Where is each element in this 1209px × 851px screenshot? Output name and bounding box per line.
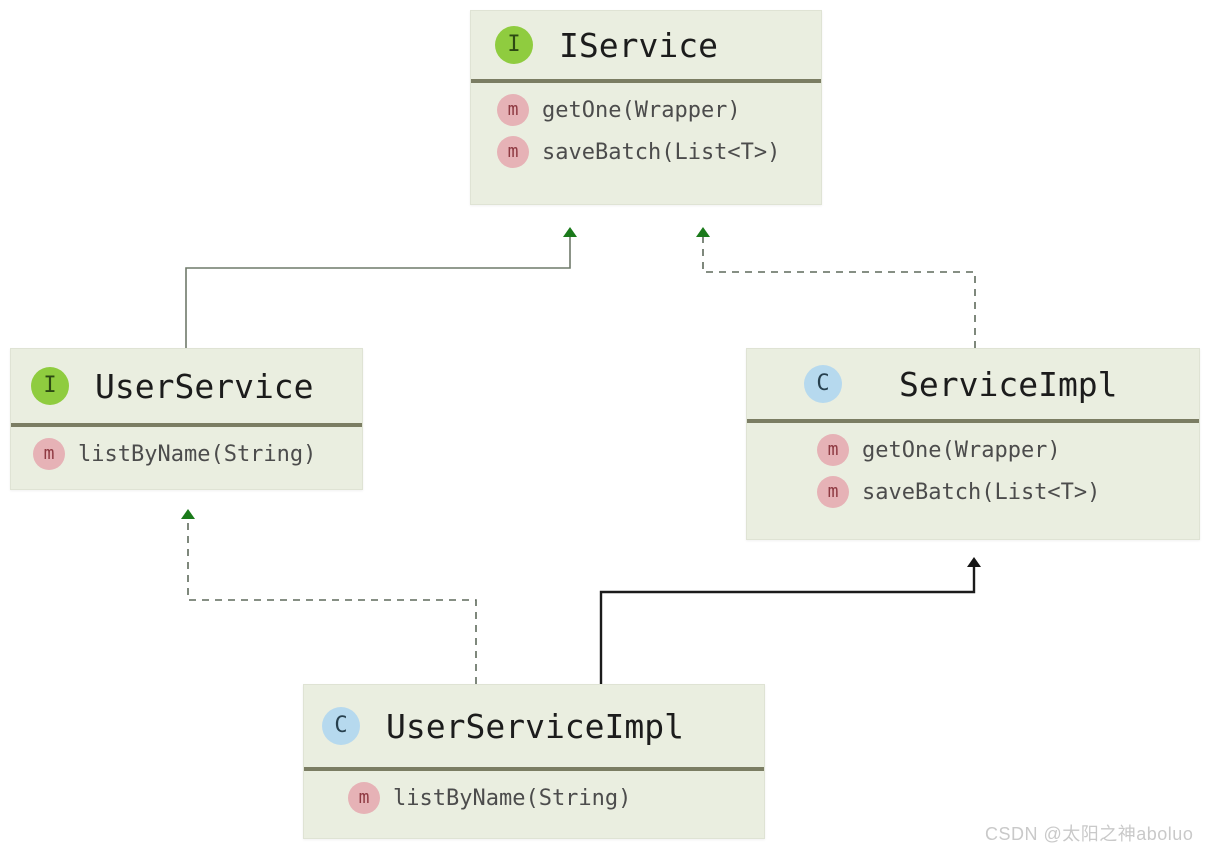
member-row[interactable]: m getOne(Wrapper) [747, 429, 1199, 471]
header-divider [11, 423, 362, 427]
header-divider [304, 767, 764, 771]
interface-icon: I [31, 367, 69, 405]
class-box-userservice[interactable]: I UserService m listByName(String) [10, 348, 363, 490]
class-box-iservice[interactable]: I IService m getOne(Wrapper) m saveBatch… [470, 10, 822, 205]
class-header-serviceimpl: C ServiceImpl [747, 349, 1199, 419]
member-label: saveBatch(List<T>) [542, 139, 781, 165]
watermark: CSDN @太阳之神aboluo [985, 824, 1194, 844]
class-members-serviceimpl: m getOne(Wrapper) m saveBatch(List<T>) [747, 423, 1199, 521]
member-row[interactable]: m saveBatch(List<T>) [747, 471, 1199, 513]
member-label: listByName(String) [78, 441, 317, 467]
class-name-serviceimpl: ServiceImpl [899, 364, 1118, 404]
member-row[interactable]: m getOne(Wrapper) [471, 89, 821, 131]
edge-userserviceimpl-extends-serviceimpl [599, 557, 981, 684]
member-label: saveBatch(List<T>) [862, 479, 1101, 505]
interface-icon: I [495, 26, 533, 64]
class-members-userserviceimpl: m listByName(String) [304, 771, 764, 827]
edge-userservice-extends-iservice [185, 227, 577, 348]
class-header-iservice: I IService [471, 11, 821, 79]
member-row[interactable]: m listByName(String) [304, 777, 764, 819]
member-row[interactable]: m listByName(String) [11, 433, 362, 475]
member-label: listByName(String) [393, 785, 632, 811]
class-name-iservice: IService [559, 25, 718, 65]
method-icon: m [817, 434, 849, 466]
class-icon: C [322, 707, 360, 745]
member-label: getOne(Wrapper) [542, 97, 741, 123]
class-icon: C [804, 365, 842, 403]
class-box-serviceimpl[interactable]: C ServiceImpl m getOne(Wrapper) m saveBa… [746, 348, 1200, 540]
edge-serviceimpl-implements-iservice [696, 227, 976, 348]
method-icon: m [497, 94, 529, 126]
edge-userserviceimpl-implements-userservice [181, 509, 477, 684]
header-divider [747, 419, 1199, 423]
class-name-userserviceimpl: UserServiceImpl [386, 706, 685, 746]
method-icon: m [348, 782, 380, 814]
class-header-userserviceimpl: C UserServiceImpl [304, 685, 764, 767]
method-icon: m [817, 476, 849, 508]
class-members-iservice: m getOne(Wrapper) m saveBatch(List<T>) [471, 83, 821, 181]
class-box-userserviceimpl[interactable]: C UserServiceImpl m listByName(String) [303, 684, 765, 839]
method-icon: m [33, 438, 65, 470]
header-divider [471, 79, 821, 83]
class-name-userservice: UserService [95, 366, 314, 406]
class-members-userservice: m listByName(String) [11, 427, 362, 483]
class-header-userservice: I UserService [11, 349, 362, 423]
member-label: getOne(Wrapper) [862, 437, 1061, 463]
member-row[interactable]: m saveBatch(List<T>) [471, 131, 821, 173]
method-icon: m [497, 136, 529, 168]
